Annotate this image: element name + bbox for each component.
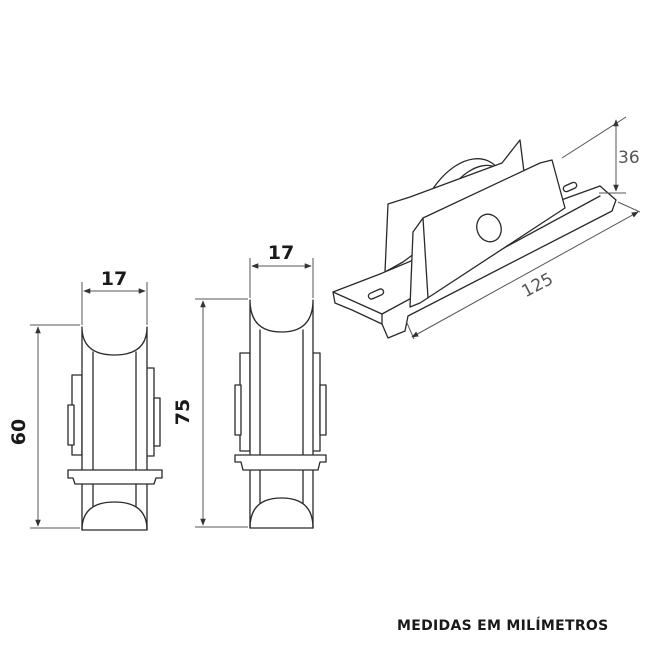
base-flange <box>234 454 327 471</box>
dimension-height-label: 60 <box>8 419 30 445</box>
dimension-width-label: 17 <box>101 268 127 290</box>
units-caption: MEDIDAS EM MILÍMETROS <box>397 617 609 634</box>
dimension-height-label: 75 <box>172 399 194 425</box>
isometric-view: 36 125 <box>332 116 641 340</box>
bracket-tab-right <box>153 397 161 447</box>
dimension-length-label: 125 <box>519 269 557 302</box>
wheel-profile <box>249 299 314 529</box>
mounting-slot-left <box>367 288 385 300</box>
bracket-tab-left <box>234 384 242 436</box>
dimension-height-label: 36 <box>618 148 640 168</box>
base-flange <box>67 469 163 485</box>
front-view-small-wheel: 17 60 <box>8 268 163 531</box>
wheel-profile <box>81 326 148 531</box>
mounting-slot-right <box>562 181 578 193</box>
dimension-line-length <box>411 211 639 338</box>
bracket-tab-left <box>67 404 75 446</box>
bracket-tab-right <box>319 384 327 436</box>
dimension-width-label: 17 <box>268 242 294 264</box>
front-view-large-wheel: 17 75 <box>172 242 327 529</box>
